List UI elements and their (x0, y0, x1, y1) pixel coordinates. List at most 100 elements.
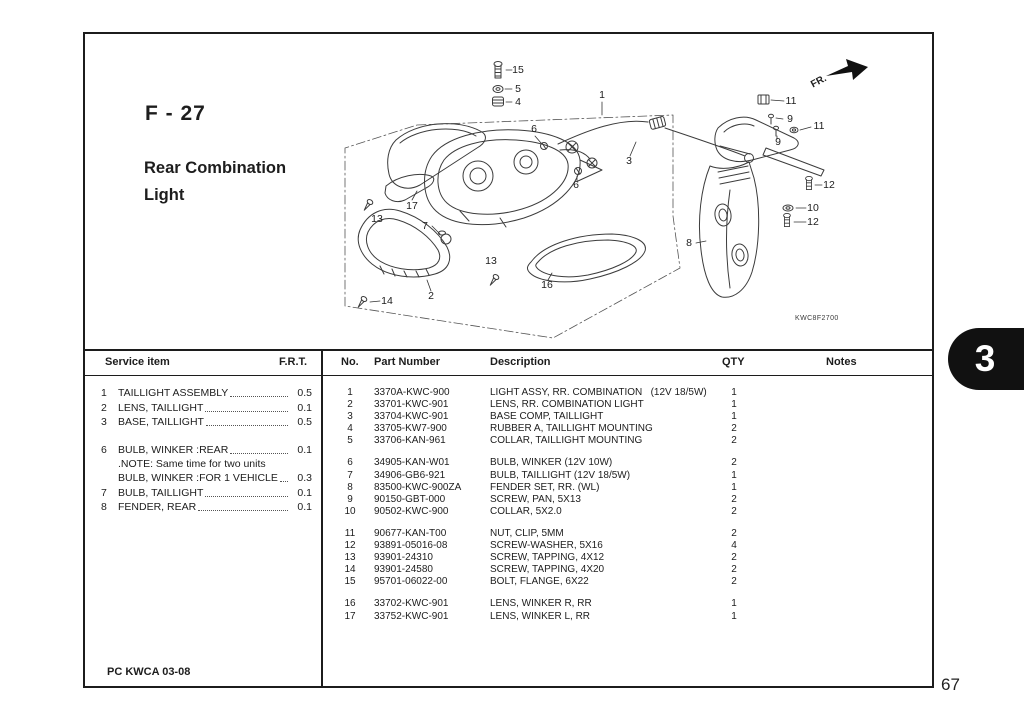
clip-11b-glyph (789, 126, 799, 134)
diagram-part-label: 8 (686, 237, 692, 249)
parts-row-description: NUT, CLIP, 5MM (490, 527, 564, 539)
parts-row-qty: 1 (731, 598, 737, 610)
diagram-part-label: 12 (807, 216, 819, 228)
diagram-boundary (344, 114, 681, 339)
diagram-part-label: 2 (428, 290, 434, 302)
service-row-frt: 0.1 (297, 486, 312, 499)
parts-row-part-number: 33705-KW7-900 (374, 423, 447, 435)
table-header-rule (83, 375, 934, 376)
fr-arrow-icon (826, 59, 868, 80)
service-row-name: BASE, TAILLIGHT (118, 416, 204, 429)
parts-row-description: SCREW-WASHER, 5X16 (490, 540, 603, 552)
screw-13a-glyph (363, 199, 374, 211)
dotted-leader (198, 510, 288, 512)
footer-code: PC KWCA 03-08 (107, 666, 191, 678)
diagram-part-label: 9 (787, 113, 793, 125)
bulb-6b-glyph (574, 167, 582, 175)
parts-row-description: SCREW, PAN, 5X13 (490, 493, 581, 505)
parts-row-description: SCREW, TAPPING, 4X20 (490, 564, 605, 576)
parts-row-part-number: 93901-24580 (374, 564, 433, 576)
diagram-part-label: 4 (515, 96, 521, 108)
diagram-part-label: 6 (531, 123, 537, 135)
parts-row-description: SCREW, TAPPING, 4X12 (490, 552, 605, 564)
parts-row-part-number: 33704-KWC-901 (374, 411, 449, 423)
parts-row: 12 93891-05016-08 SCREW-WASHER, 5X16 4 (338, 540, 902, 552)
page-frame (83, 32, 934, 688)
diagram-part-label: 14 (381, 295, 393, 307)
parts-row-qty: 4 (731, 540, 737, 552)
parts-row-qty: 2 (731, 564, 737, 576)
parts-row-qty: 2 (731, 423, 737, 435)
tab-number: 3 (974, 338, 996, 379)
diagram-part-label: 11 (814, 120, 825, 132)
leader-lines (369, 69, 823, 303)
service-row-name: FENDER, REAR (118, 501, 197, 514)
diagram-part-label: 3 (626, 155, 632, 167)
service-row-name: LENS, TAILLIGHT (118, 401, 204, 414)
diagram-part-label: 17 (406, 200, 418, 212)
service-row: .NOTE: Same time for two units (101, 456, 312, 470)
header-description: Description (490, 356, 551, 368)
table-vertical-divider (321, 349, 323, 688)
section-tab: 3 (948, 328, 1024, 390)
parts-row-qty: 2 (731, 493, 737, 505)
bulb-6a-glyph (540, 142, 548, 150)
service-row-no: 1 (101, 387, 107, 400)
page-number: 67 (941, 675, 960, 694)
dotted-leader (230, 396, 288, 398)
parts-row-qty: 2 (731, 527, 737, 539)
parts-row-description: COLLAR, 5X2.0 (490, 505, 562, 517)
parts-row-part-number: 93891-05016-08 (374, 540, 448, 552)
dotted-leader (279, 481, 288, 483)
parts-row-part-number: 95701-06022-00 (374, 576, 448, 588)
parts-row-no: 13 (344, 552, 356, 564)
diagram-part-label: 11 (786, 95, 797, 107)
parts-row-part-number: 34906-GB6-921 (374, 469, 446, 481)
parts-row-qty: 1 (731, 399, 737, 411)
service-row-frt: 0.5 (297, 387, 312, 400)
table-top-rule (83, 349, 934, 351)
section-title: Rear Combination Light (144, 155, 286, 209)
header-frt: F.R.T. (279, 356, 308, 368)
parts-row-no: 9 (347, 493, 353, 505)
diagram-part-label: 9 (775, 136, 781, 148)
bolt-12a-glyph (805, 176, 813, 191)
parts-row-no: 3 (347, 411, 353, 423)
washer-5-glyph (492, 85, 504, 93)
header-notes: Notes (826, 356, 857, 368)
dotted-leader (205, 425, 288, 427)
parts-row-qty: 2 (731, 505, 737, 517)
parts-row-qty: 1 (731, 387, 737, 398)
section-title-line2: Light (144, 186, 185, 204)
taillight-base-glyph (424, 129, 603, 228)
section-code: F - 27 (145, 102, 206, 125)
parts-row-no: 16 (344, 598, 356, 610)
parts-row-part-number: 33706-KAN-961 (374, 435, 446, 447)
parts-row-description: BASE COMP, TAILLIGHT (490, 411, 604, 423)
parts-row-no: 14 (344, 564, 356, 576)
parts-row: 4 33705-KW7-900 RUBBER A, TAILLIGHT MOUNTI… (338, 423, 902, 435)
service-row-frt: 0.1 (297, 501, 312, 514)
parts-row-no: 10 (344, 505, 356, 517)
bolt-9a-glyph (768, 113, 774, 125)
parts-row-no: 17 (344, 610, 356, 622)
service-row-no: 8 (101, 501, 107, 514)
service-row-name: .NOTE: Same time for two units (118, 457, 266, 470)
diagram-part-label: 10 (807, 202, 819, 214)
parts-row-no: 4 (347, 423, 353, 435)
parts-row-description: RUBBER A, TAILLIGHT MOUNTING (490, 423, 653, 435)
parts-row-no: 12 (344, 540, 356, 552)
